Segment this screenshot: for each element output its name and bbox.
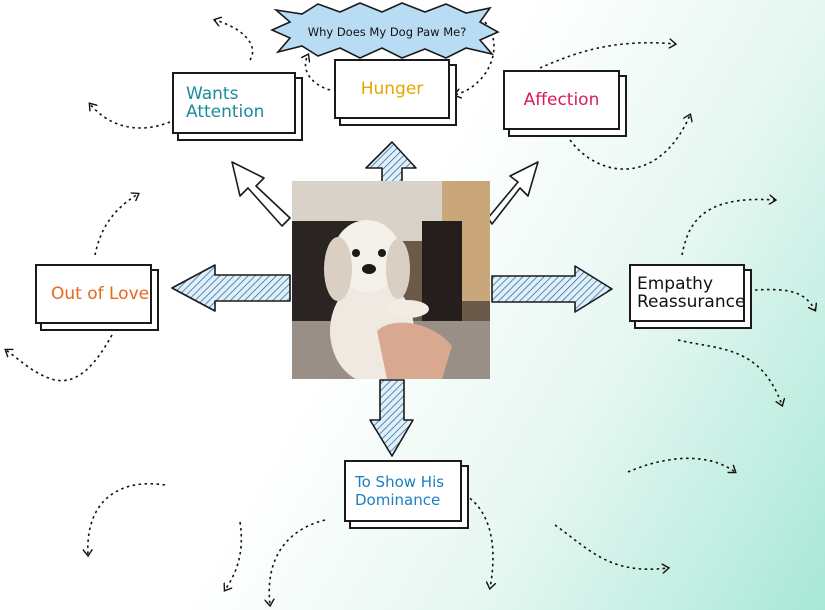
dotted-curve	[225, 521, 243, 590]
node-label-line2: Reassurance	[637, 292, 746, 312]
node-affection: Affection	[503, 70, 620, 130]
node-label-line2: Attention	[186, 102, 265, 122]
node-show-dominance: To Show His Dominance	[344, 460, 462, 522]
dotted-curve	[455, 21, 495, 95]
arrow-right	[491, 265, 613, 313]
dotted-curve	[681, 199, 775, 256]
arrow-up	[365, 141, 417, 183]
node-out-of-love: Out of Love	[35, 264, 152, 324]
dotted-curve	[6, 334, 113, 382]
diagram-title: Why Does My Dog Paw Me?	[307, 25, 467, 39]
dotted-curve	[464, 494, 493, 588]
dotted-curve	[215, 20, 254, 61]
dotted-curve	[677, 339, 782, 405]
node-label: Hunger	[360, 79, 424, 99]
node-wants-attention: Wants Attention	[172, 72, 296, 134]
dotted-curve	[305, 55, 331, 91]
dotted-curve	[554, 524, 668, 569]
node-label: Out of Love	[51, 284, 150, 304]
dog-photo	[292, 181, 490, 379]
node-hunger: Hunger	[334, 59, 450, 119]
arrow-up-left	[231, 161, 291, 227]
dotted-curve	[269, 519, 326, 605]
dotted-curve	[88, 483, 166, 555]
dotted-curve	[627, 457, 735, 472]
node-label-line1: Empathy	[637, 274, 714, 294]
node-label-line1: Wants	[186, 84, 239, 104]
dotted-decorations	[6, 20, 815, 605]
dotted-curve	[94, 194, 138, 256]
dotted-curve	[539, 43, 675, 69]
dotted-curve	[90, 104, 171, 129]
arrow-down	[369, 379, 414, 457]
node-empathy-reassurance: Empathy Reassurance	[629, 264, 745, 322]
arrow-left	[171, 264, 291, 312]
node-label-line2: Dominance	[355, 491, 441, 509]
title-starburst	[270, 2, 500, 59]
arrows	[171, 141, 613, 457]
arrow-up-right	[487, 161, 539, 225]
node-label: Affection	[523, 90, 600, 110]
node-label-line1: To Show His	[355, 473, 445, 491]
dotted-curve	[754, 288, 815, 310]
